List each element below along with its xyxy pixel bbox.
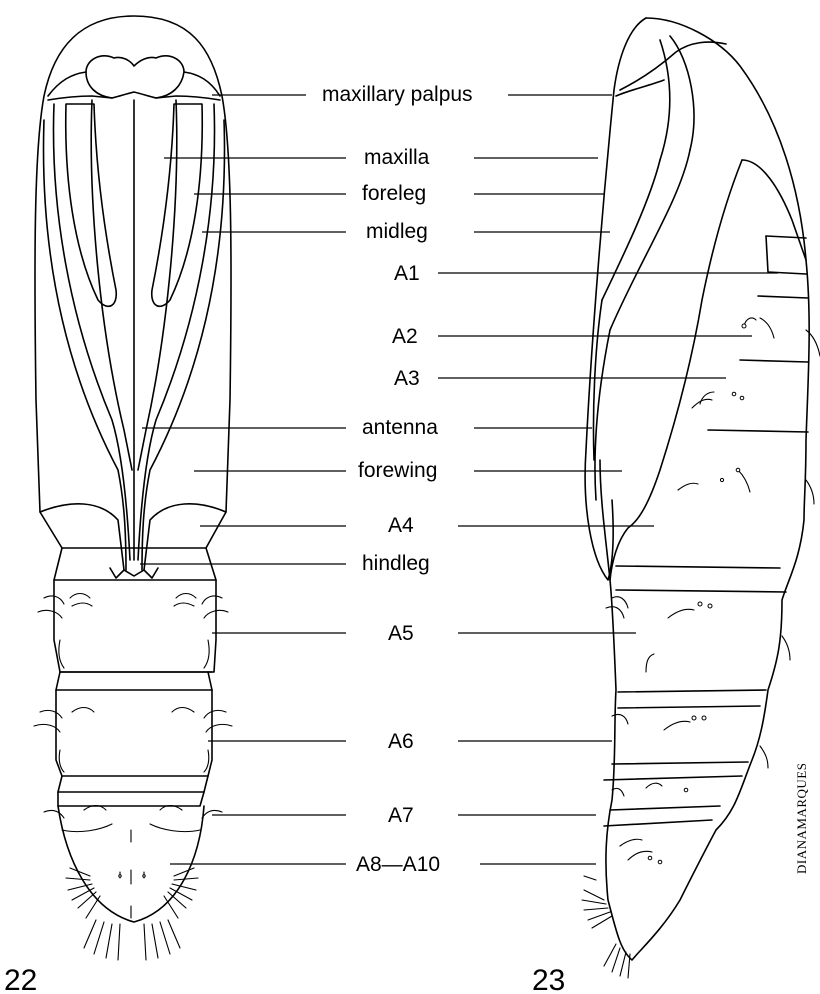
label-antenna: antenna	[362, 416, 438, 439]
label-a3: A3	[394, 367, 420, 390]
label-midleg: midleg	[366, 220, 428, 243]
label-hindleg: hindleg	[362, 552, 430, 575]
label-a2: A2	[392, 325, 418, 348]
label-a6: A6	[388, 730, 414, 753]
artist-signature: DIANAMARQUES	[794, 763, 809, 874]
label-a7: A7	[388, 804, 414, 827]
figure-number-23: 23	[532, 964, 565, 994]
leader-lines	[140, 95, 778, 864]
label-forewing: forewing	[358, 459, 437, 482]
lateral-view-drawing	[582, 18, 820, 978]
label-a5: A5	[388, 622, 414, 645]
label-maxillary-palpus: maxillary palpus	[322, 83, 473, 106]
label-a8-a10: A8—A10	[356, 853, 440, 876]
label-a4: A4	[388, 514, 414, 537]
figure-number-22: 22	[4, 964, 37, 994]
label-a1: A1	[394, 262, 420, 285]
label-foreleg: foreleg	[362, 182, 426, 205]
label-maxilla: maxilla	[364, 146, 430, 169]
